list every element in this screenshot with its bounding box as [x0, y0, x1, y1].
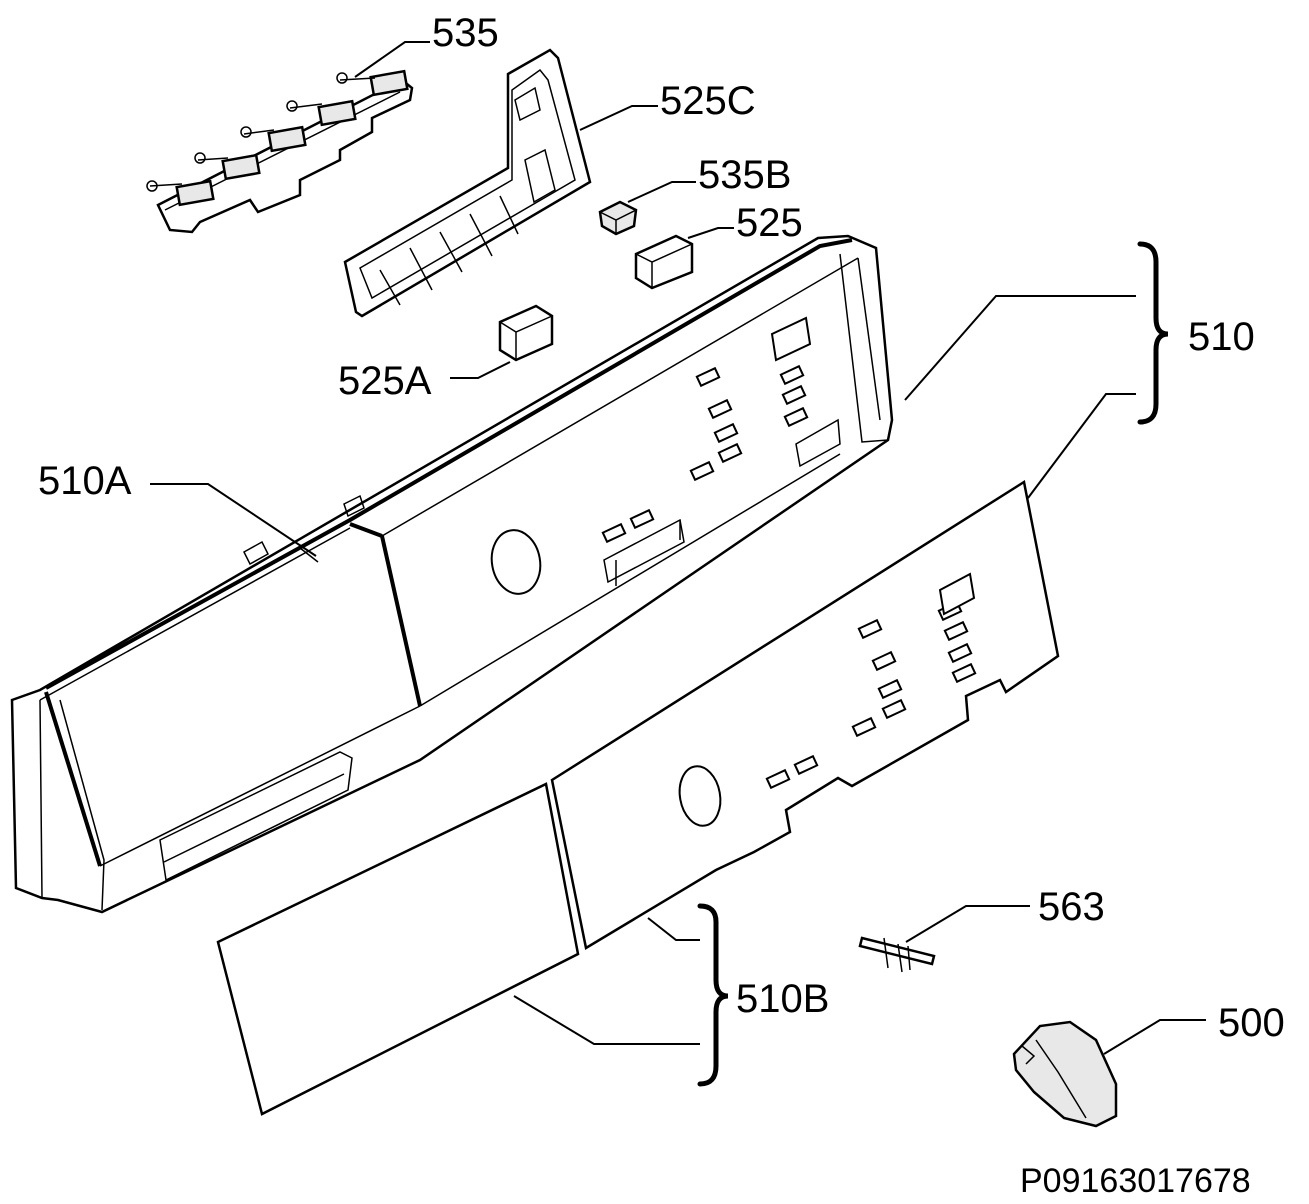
part-535b-clip	[598, 200, 638, 236]
part-563-pin	[858, 936, 936, 973]
part-535-button-strip	[146, 69, 414, 234]
part-525-housing	[634, 234, 694, 290]
reference-number: P09163017678	[1020, 1162, 1251, 1200]
label-510b: 510B	[736, 977, 829, 1021]
leader-535	[354, 41, 430, 78]
leader-510b-upper	[647, 917, 700, 941]
leader-500	[1103, 1019, 1206, 1055]
leader-525c	[579, 105, 658, 131]
leader-510-lower	[1027, 393, 1136, 499]
leader-510b-lower	[513, 995, 700, 1045]
label-510: 510	[1188, 315, 1255, 359]
label-525c: 525C	[660, 79, 756, 123]
part-510-control-panel	[10, 234, 894, 914]
label-525: 525	[736, 201, 803, 245]
label-535b: 535B	[698, 153, 791, 197]
leader-525	[687, 227, 734, 239]
part-525a-housing	[498, 304, 554, 362]
label-525a: 525A	[338, 359, 432, 403]
label-510a: 510A	[38, 459, 132, 503]
part-500-knob	[1012, 1020, 1118, 1128]
brace-510b	[697, 903, 729, 1087]
part-510b-decals	[216, 479, 1060, 1116]
leader-563	[905, 905, 1030, 943]
label-535: 535	[432, 11, 499, 55]
label-500: 500	[1218, 1001, 1285, 1045]
label-563: 563	[1038, 885, 1105, 929]
leader-510a	[150, 483, 317, 557]
leader-535b	[627, 181, 696, 203]
brace-510	[1137, 241, 1169, 425]
leader-525a	[450, 361, 511, 379]
leader-510-upper	[904, 295, 1136, 401]
part-525c-frame	[343, 48, 592, 318]
